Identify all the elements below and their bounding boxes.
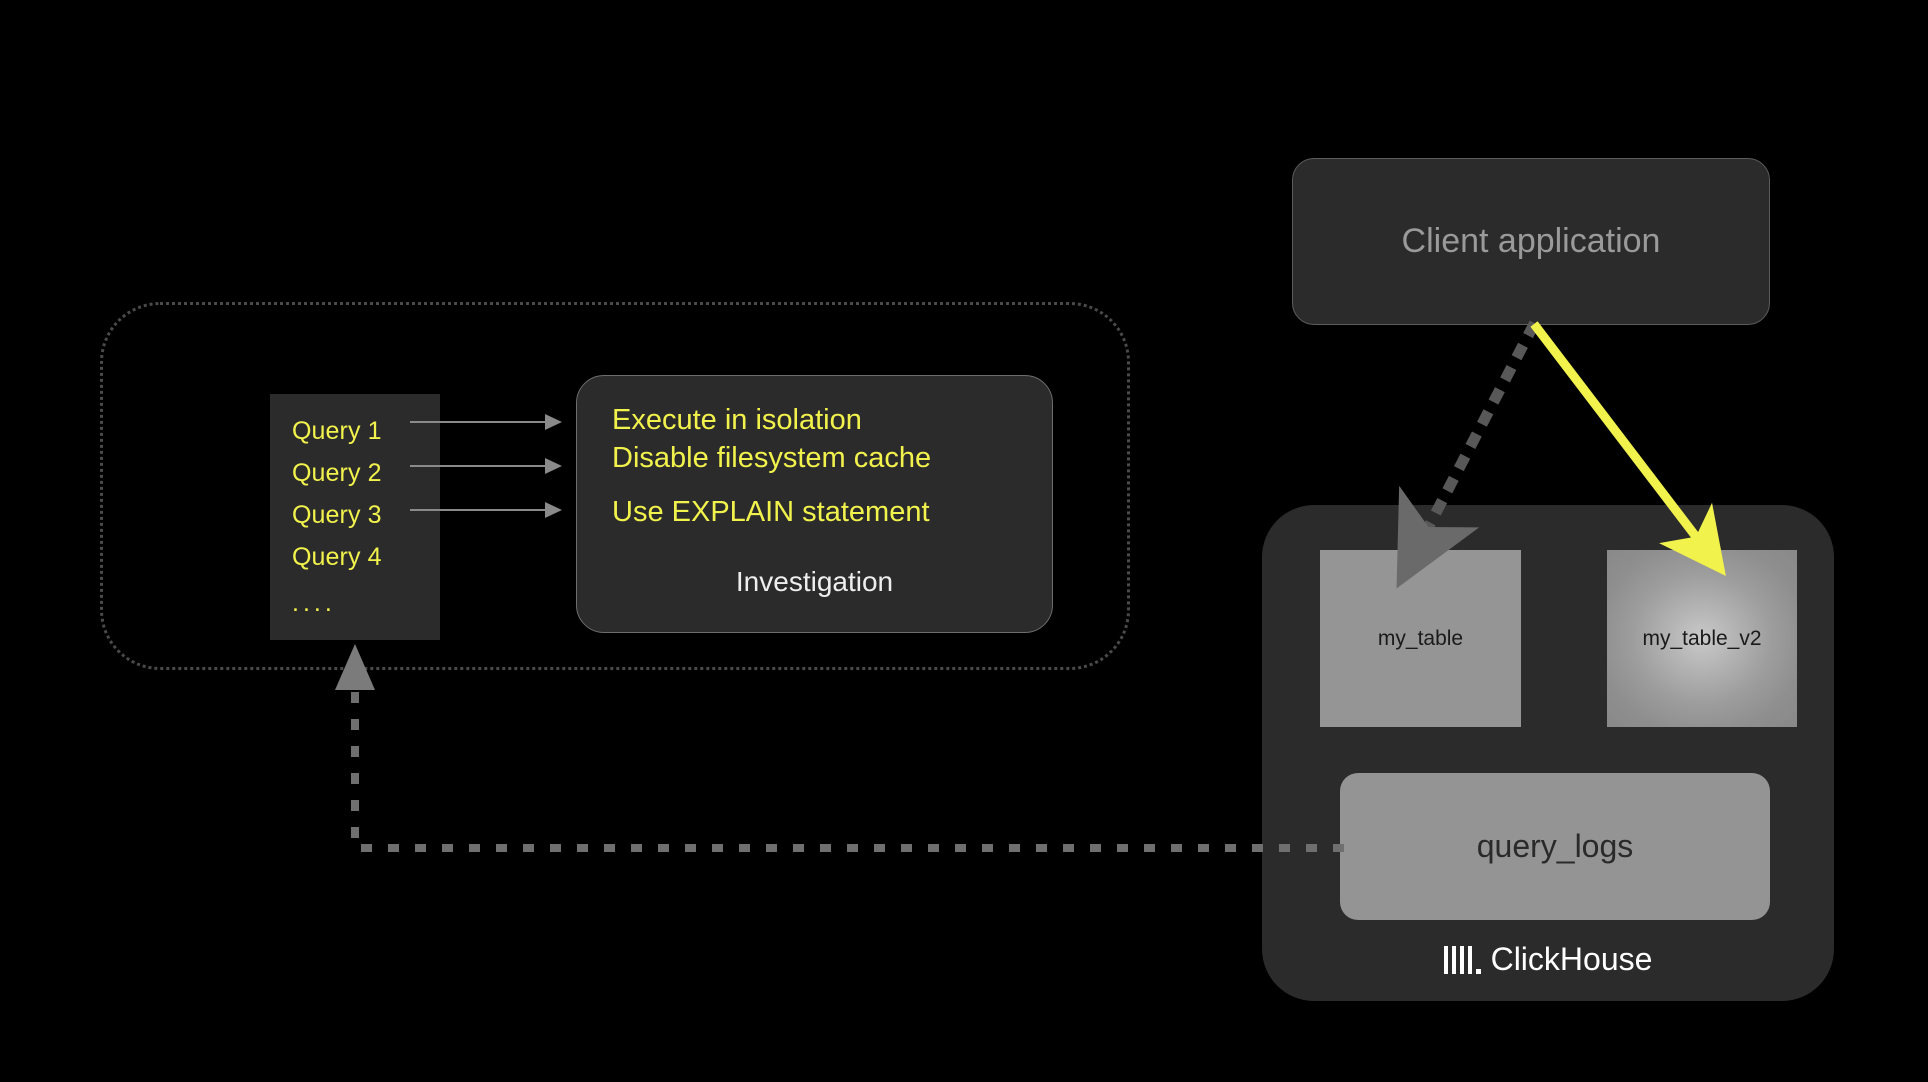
investigation-step-3: Use EXPLAIN statement xyxy=(612,496,930,528)
query-list-panel: Query 1 Query 2 Query 3 Query 4 .... xyxy=(270,394,440,640)
list-item-more[interactable]: .... xyxy=(292,589,336,617)
connector-client-to-my-table xyxy=(1396,320,1540,589)
client-application-label: Client application xyxy=(1401,222,1661,260)
list-item[interactable]: Query 3 xyxy=(292,501,382,529)
list-item[interactable]: Query 4 xyxy=(292,543,382,571)
investigation-step-2: Disable filesystem cache xyxy=(612,442,932,474)
query-logs-label: query_logs xyxy=(1476,828,1634,864)
connector-query-logs-to-query-list xyxy=(351,660,1344,852)
arrow-query2-to-investigation xyxy=(410,458,562,474)
arrow-query3-to-investigation xyxy=(410,502,562,518)
table-my-table[interactable]: my_table xyxy=(1320,550,1521,727)
client-application-box[interactable]: Client application xyxy=(1292,158,1770,325)
investigation-card-title: Investigation xyxy=(735,566,894,597)
list-item[interactable]: Query 1 xyxy=(292,417,382,445)
clickhouse-bars-icon xyxy=(1443,945,1481,974)
investigation-card: Execute in isolation Disable filesystem … xyxy=(576,375,1053,633)
clickhouse-logo-text: ClickHouse xyxy=(1490,941,1653,977)
table-my-table-v2[interactable]: my_table_v2 xyxy=(1607,550,1797,727)
table-my-table-label: my_table xyxy=(1377,626,1464,650)
query-logs-table[interactable]: query_logs xyxy=(1340,773,1770,920)
investigation-step-1: Execute in isolation xyxy=(612,404,862,436)
clickhouse-logo: ClickHouse xyxy=(1262,941,1834,978)
arrow-query1-to-investigation xyxy=(410,414,562,430)
list-item[interactable]: Query 2 xyxy=(292,459,382,487)
table-my-table-v2-label: my_table_v2 xyxy=(1642,626,1762,650)
clickhouse-container: my_table my_table_v2 query_logs ClickHou… xyxy=(1262,505,1834,1001)
